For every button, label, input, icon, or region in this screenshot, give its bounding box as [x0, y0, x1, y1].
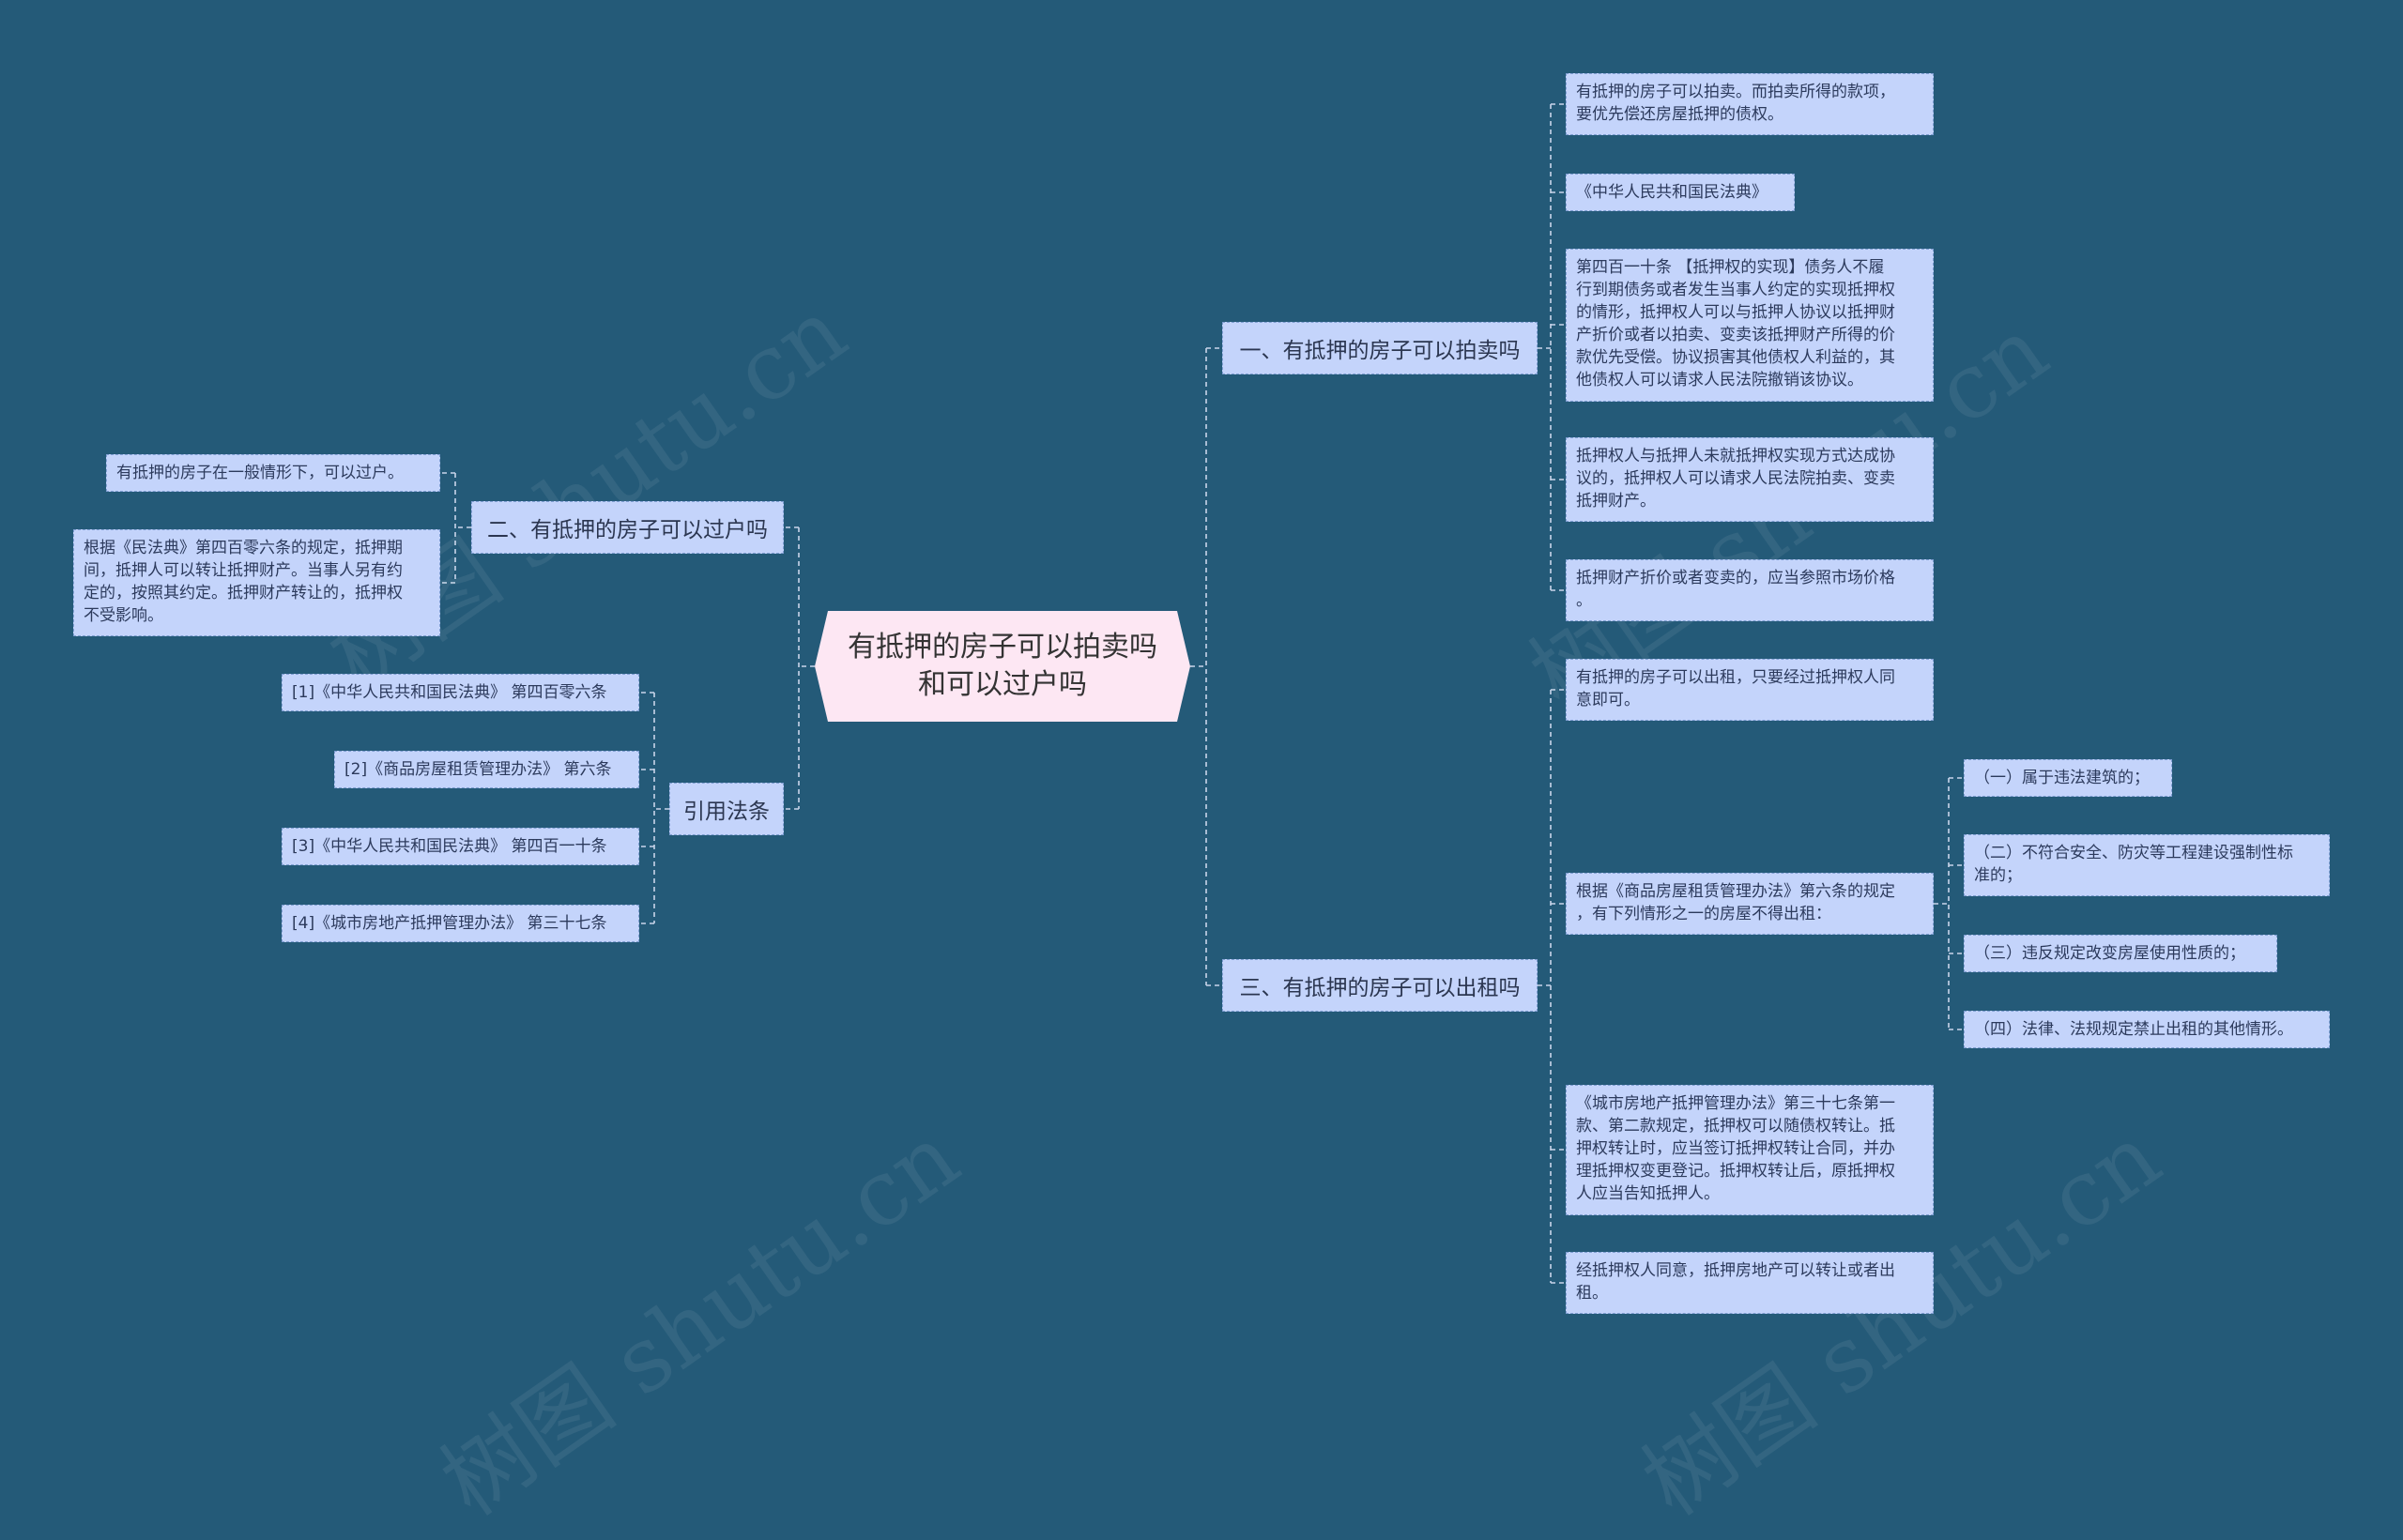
mind-map-canvas: 树图 shutu.cn 树图 shutu.cn 树图 shutu.cn 树图 s… [73, 73, 2330, 1535]
auction-leaf[interactable]: 有抵押的房子可以拍卖。而拍卖所得的款项， 要优先偿还房屋抵押的债权。 [1566, 73, 1934, 135]
branch-rent[interactable]: 三、有抵押的房子可以出租吗 [1222, 959, 1538, 1012]
rent-leaf[interactable]: 根据《商品房屋租赁管理办法》第六条的规定 ，有下列情形之一的房屋不得出租： [1566, 873, 1934, 935]
transfer-leaf[interactable]: 有抵押的房子在一般情形下，可以过户。 [106, 454, 440, 492]
branch-transfer[interactable]: 二、有抵押的房子可以过户吗 [471, 501, 784, 554]
rent-leaf[interactable]: 《城市房地产抵押管理办法》第三十七条第一 款、第二款规定，抵押权可以随债权转让。… [1566, 1085, 1934, 1215]
branch-auction[interactable]: 一、有抵押的房子可以拍卖吗 [1222, 322, 1538, 374]
transfer-leaf[interactable]: 根据《民法典》第四百零六条的规定，抵押期 间，抵押人可以转让抵押财产。当事人另有… [73, 529, 440, 636]
rent-sub-leaf[interactable]: （二）不符合安全、防灾等工程建设强制性标 准的； [1964, 834, 2330, 896]
branch-refs[interactable]: 引用法条 [669, 783, 784, 835]
reference-leaf[interactable]: [1]《中华人民共和国民法典》 第四百零六条 [282, 674, 639, 711]
rent-sub-leaf[interactable]: （三）违反规定改变房屋使用性质的； [1964, 935, 2277, 972]
rent-sub-leaf[interactable]: （四）法律、法规规定禁止出租的其他情形。 [1964, 1011, 2330, 1048]
root-topic[interactable]: 有抵押的房子可以拍卖吗 和可以过户吗 [815, 611, 1190, 722]
reference-leaf[interactable]: [2]《商品房屋租赁管理办法》 第六条 [334, 751, 639, 788]
auction-leaf[interactable]: 抵押财产折价或者变卖的，应当参照市场价格 。 [1566, 559, 1934, 621]
reference-leaf[interactable]: [3]《中华人民共和国民法典》 第四百一十条 [282, 828, 639, 865]
auction-leaf[interactable]: 第四百一十条 【抵押权的实现】债务人不履 行到期债务或者发生当事人约定的实现抵押… [1566, 249, 1934, 402]
reference-leaf[interactable]: [4]《城市房地产抵押管理办法》 第三十七条 [282, 905, 639, 942]
auction-leaf[interactable]: 抵押权人与抵押人未就抵押权实现方式达成协 议的，抵押权人可以请求人民法院拍卖、变… [1566, 437, 1934, 522]
connector-lines [440, 103, 1964, 1284]
auction-leaf[interactable]: 《中华人民共和国民法典》 [1566, 174, 1795, 211]
rent-sub-leaf[interactable]: （一）属于违法建筑的； [1964, 759, 2172, 797]
rent-leaf[interactable]: 有抵押的房子可以出租，只要经过抵押权人同 意即可。 [1566, 659, 1934, 721]
rent-leaf[interactable]: 经抵押权人同意，抵押房地产可以转让或者出 租。 [1566, 1252, 1934, 1314]
